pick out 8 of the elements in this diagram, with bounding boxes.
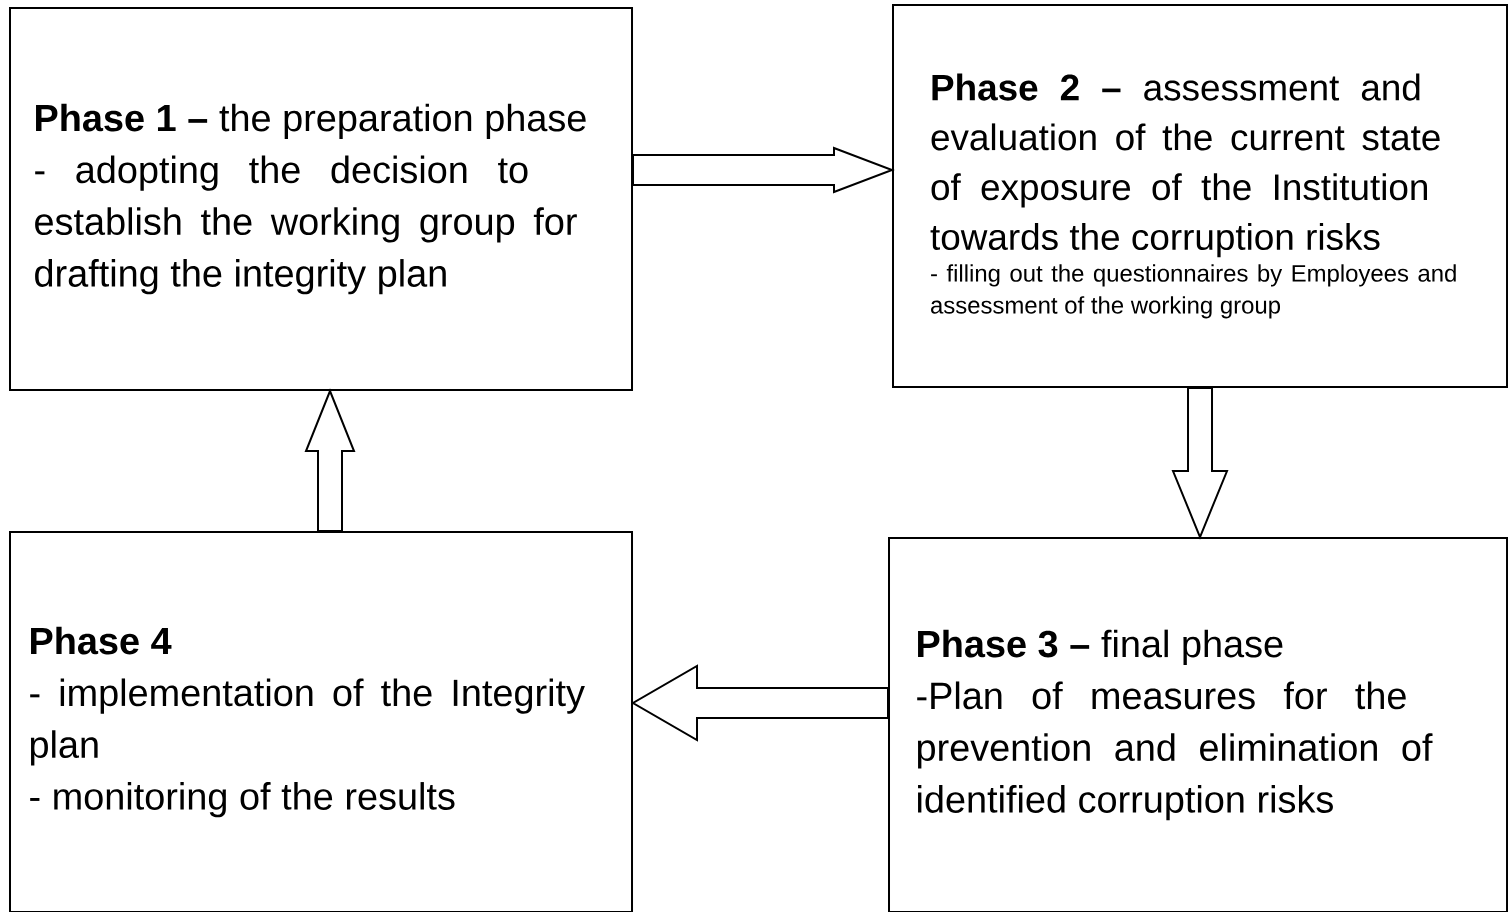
phase-box: Phase 3 – final phase -Plan of measures for the prevention and elimination of identified corruption risks bbox=[888, 537, 1508, 912]
phase-box: Phase 2 – assessment and evaluation of the current state of exposure of the Institution towards the corruption risks - filling out the questionnaires by Employees and assessment of the working group bbox=[892, 4, 1508, 388]
phase-box: Phase 4 - implementation of the Integrity plan - monitoring of the results bbox=[9, 531, 633, 912]
block-arrow bbox=[1171, 387, 1229, 540]
block-arrow bbox=[631, 664, 889, 742]
block-arrow bbox=[632, 146, 895, 194]
phase-box: Phase 1 – the preparation phase - adopting the decision to establish the working group for drafting the integrity plan bbox=[9, 7, 633, 391]
block-arrow bbox=[304, 388, 356, 532]
